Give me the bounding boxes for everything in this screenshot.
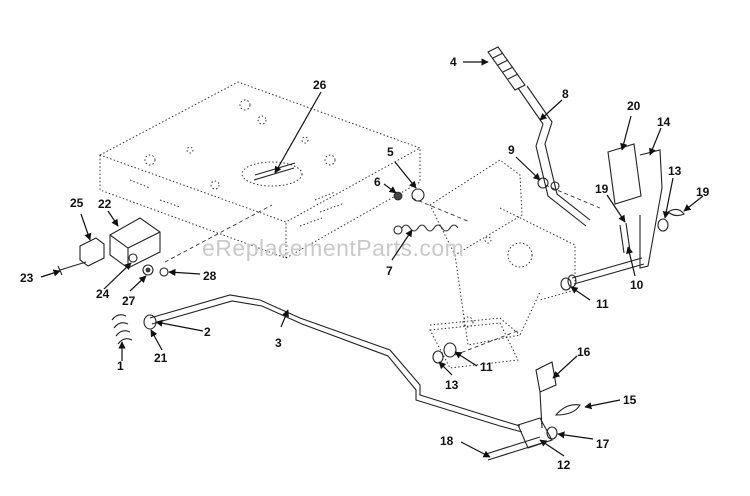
callout-25: 25: [70, 196, 84, 210]
callout-9: 9: [508, 143, 515, 157]
callout-7: 7: [386, 264, 393, 278]
fasteners-upper: [393, 177, 560, 202]
callout-13-upper: 13: [668, 164, 682, 178]
pedal-bracket: [429, 159, 576, 369]
callout-8: 8: [562, 87, 569, 101]
callout-leaders: [40, 58, 704, 458]
spacer-lower: [432, 342, 457, 364]
return-spring: [393, 224, 459, 235]
callout-15: 15: [623, 393, 637, 407]
callout-20: 20: [627, 99, 641, 113]
callout-16: 16: [577, 345, 591, 359]
callout-28: 28: [203, 269, 217, 283]
lever-handle: [487, 46, 591, 227]
callout-17: 17: [596, 437, 610, 451]
callout-3: 3: [275, 336, 282, 350]
watermark: eReplacementParts.com: [202, 235, 464, 261]
callout-4: 4: [450, 55, 457, 69]
callout-23: 23: [20, 271, 34, 285]
callout-21: 21: [154, 351, 168, 365]
pedal-pad: [607, 143, 642, 205]
callout-19-right: 19: [696, 185, 710, 199]
pedal-arm: [639, 149, 663, 269]
callout-14: 14: [657, 115, 671, 129]
switch-assembly: [57, 162, 296, 277]
linkage-rod: [111, 294, 523, 433]
callout-10: 10: [630, 278, 644, 292]
clevis-assembly: [485, 361, 581, 461]
callout-numbers: 4 8 26 5 6 9 7 20 14 13 19 19 10 11 11 1…: [20, 55, 710, 472]
callout-27: 27: [122, 294, 136, 308]
callout-12: 12: [557, 458, 571, 472]
callout-26: 26: [313, 78, 327, 92]
callout-11-lower: 11: [480, 360, 493, 374]
callout-24: 24: [96, 287, 110, 301]
frame-plate: [98, 81, 422, 259]
callout-5: 5: [387, 145, 394, 159]
callout-13-lower: 13: [445, 378, 459, 392]
callout-6: 6: [374, 175, 381, 189]
callout-22: 22: [98, 197, 112, 211]
callout-11-right: 11: [596, 297, 609, 311]
alignment-lines: [164, 184, 601, 356]
spacer-right: [560, 277, 572, 291]
callout-1: 1: [117, 359, 124, 373]
callout-19-left: 19: [595, 182, 609, 196]
callout-18: 18: [440, 434, 454, 448]
callout-2: 2: [204, 325, 211, 339]
